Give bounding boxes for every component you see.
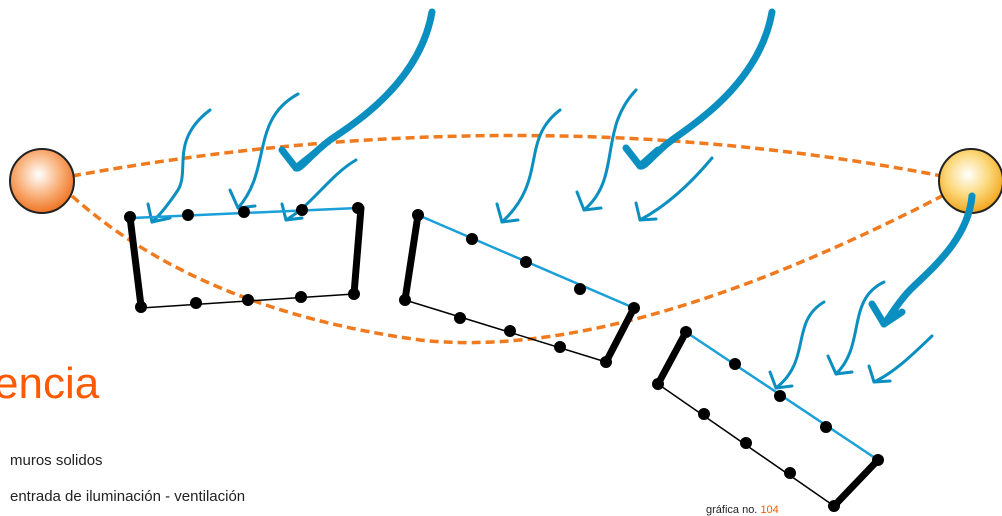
figure-caption-label: gráfica no. <box>706 504 758 516</box>
column-points <box>124 202 364 313</box>
building-block-3 <box>652 326 884 512</box>
sunlight-arrow-icon <box>278 8 436 172</box>
solid-wall <box>350 204 365 298</box>
sun-rays <box>146 8 976 390</box>
sun-path-upper-arc <box>71 133 943 178</box>
sunlight-arrow-icon <box>146 92 358 224</box>
sunlight-arrow-icon <box>768 280 934 390</box>
figure-caption-number: 104 <box>760 504 779 516</box>
solid-wall <box>126 213 145 310</box>
legend-solid-walls: muros solidos <box>10 452 103 469</box>
building-block-2 <box>399 209 640 368</box>
solid-wall <box>602 304 638 366</box>
building-block-1 <box>124 202 365 313</box>
sunlight-arrow-icon <box>868 192 976 328</box>
figure-caption: gráfica no. 104 <box>706 505 779 516</box>
solid-wall <box>654 328 690 388</box>
sun-path-lower-arc <box>70 194 943 345</box>
solid-wall <box>830 456 882 510</box>
sunlight-arrow-icon <box>622 8 776 170</box>
legend-light-ventilation: entrada de iluminación - ventilación <box>10 488 246 505</box>
column-points <box>652 326 884 512</box>
sun-sunrise-icon <box>9 148 75 214</box>
sunlight-arrow-icon <box>495 88 714 224</box>
solid-wall <box>401 211 422 304</box>
sun-path <box>70 133 943 345</box>
column-points <box>399 209 640 368</box>
section-heading: encia <box>0 359 100 408</box>
